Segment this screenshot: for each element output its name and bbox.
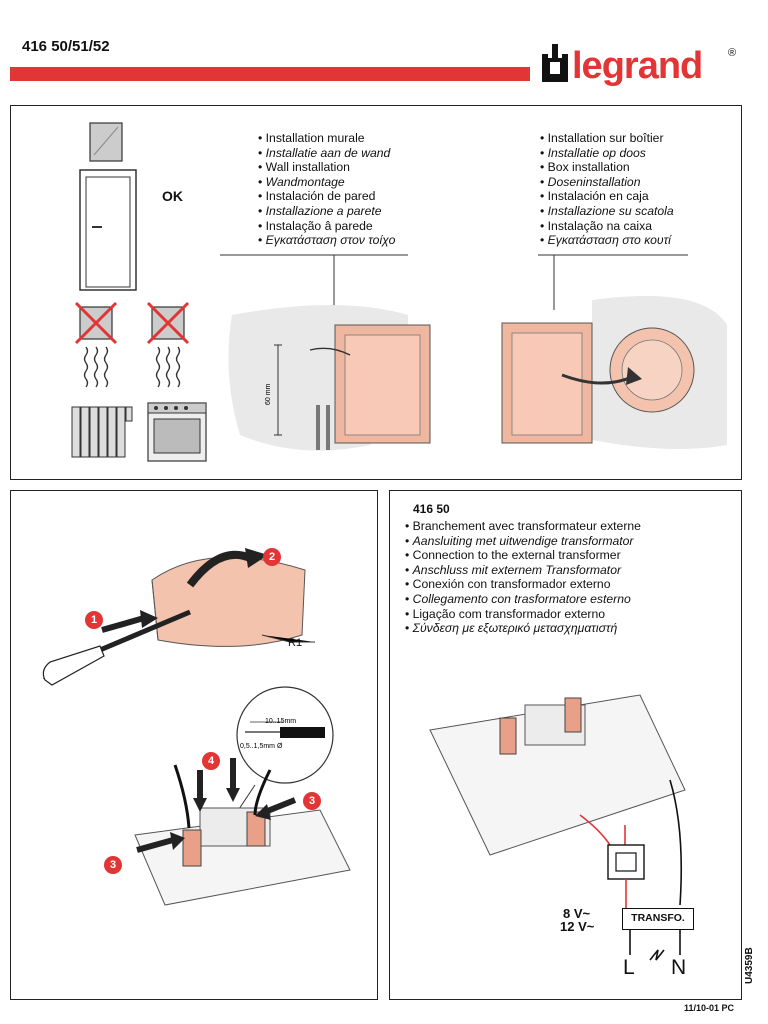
box-installation-item: Instalación en caja	[540, 189, 674, 204]
door-icon	[79, 169, 137, 291]
connection-item: Ligação com transformador externo	[405, 607, 641, 622]
wire-section-label: 0,5..1,5mm Ø	[240, 743, 283, 750]
connection-item: Σύνδεση με εξωτερικό μετασχηματιστή	[405, 621, 641, 636]
connection-item: Connection to the external transformer	[405, 548, 641, 563]
thermostat-forbidden-radiator-icon	[74, 301, 118, 345]
wall-installation-item: Εγκατάσταση στον τοίχο	[258, 233, 396, 248]
connection-list: Branchement avec transformateur externeA…	[405, 519, 641, 636]
wall-installation-item: Wandmontage	[258, 175, 395, 190]
mounting-panel	[10, 105, 742, 480]
neutral-label: N	[671, 956, 687, 979]
step-3-right-badge: 3	[303, 792, 321, 810]
box-installation-item: Installatie op doos	[540, 146, 674, 161]
voltage-12v-label: 12 V~	[560, 919, 595, 934]
document-date: 11/10-01 PC	[684, 1003, 735, 1013]
connection-item: Conexión con transformador externo	[405, 577, 641, 592]
wall-installation-item: Installatie aan de wand	[258, 146, 395, 161]
wall-installation-item: Installation murale	[258, 131, 395, 146]
connection-item: Aansluiting met uitwendige transformator	[405, 534, 641, 549]
wall-installation-item: Instalação â parede	[258, 219, 395, 234]
transformer-label: TRANSFO.	[622, 908, 694, 930]
ok-label: OK	[162, 188, 183, 204]
insert-arrow-icon	[101, 615, 145, 633]
model-code: 416 50	[413, 502, 450, 516]
box-installation-item: Doseninstallation	[540, 175, 674, 190]
wall-installation-illustration: 60 mm	[220, 254, 431, 451]
box-installation-item: Box installation	[540, 160, 674, 175]
connection-illustration	[429, 694, 686, 961]
box-installation-illustration	[501, 254, 727, 449]
step-3-left-badge: 3	[104, 856, 122, 874]
header-red-bar	[10, 67, 530, 81]
box-installation-item: Installation sur boîtier	[540, 131, 674, 146]
thermostat-ok-icon	[89, 122, 123, 162]
line-label: L	[623, 956, 635, 979]
svg-text:®: ®	[728, 47, 736, 59]
box-installation-item: Instalação na caixa	[540, 219, 674, 234]
location-illustration	[71, 122, 207, 462]
terminal-wiring-illustration: 10..15mm 0,5..1,5mm Ø	[134, 686, 351, 906]
connection-panel	[389, 490, 742, 1000]
wall-installation-item: Wall installation	[258, 160, 395, 175]
radiator-icon	[71, 406, 133, 458]
power-symbol-icon	[649, 949, 665, 961]
step-1-badge: 1	[85, 611, 103, 629]
heat-waves-icon	[83, 346, 181, 388]
wall-installation-item: Instalación de pared	[258, 189, 395, 204]
svg-text:legrand: legrand	[572, 45, 702, 87]
cover-removal-illustration	[42, 548, 315, 686]
thermostat-forbidden-oven-icon	[146, 301, 190, 345]
document-reference: 416 50/51/52	[22, 38, 110, 55]
wall-installation-item: Installazione a parete	[258, 204, 395, 219]
oven-icon	[147, 402, 207, 462]
connection-item: Branchement avec transformateur externe	[405, 519, 641, 534]
height-label: 60 mm	[265, 383, 272, 405]
connection-item: Anschluss mit externem Transformator	[405, 563, 641, 578]
insertion-arrow-icon	[561, 373, 633, 385]
document-code: U4359B	[744, 947, 755, 984]
opening-panel	[10, 490, 378, 1000]
cover-reference-label: R1	[288, 637, 303, 649]
box-installation-list: Installation sur boîtierInstallatie op d…	[540, 131, 674, 248]
strip-length-label: 10..15mm	[265, 718, 296, 725]
step-4-badge: 4	[202, 752, 220, 770]
wall-installation-list: Installation muraleInstallatie aan de wa…	[258, 131, 396, 248]
box-installation-item: Installazione su scatola	[540, 204, 674, 219]
box-installation-item: Εγκατάσταση στο κουτί	[540, 233, 674, 248]
lift-arrow-icon	[186, 550, 252, 588]
connection-item: Collegamento con trasformatore esterno	[405, 592, 641, 607]
step-2-badge: 2	[263, 548, 281, 566]
legrand-logo: legrand ®	[540, 44, 750, 94]
voltage-8v-label: 8 V~	[563, 906, 591, 921]
